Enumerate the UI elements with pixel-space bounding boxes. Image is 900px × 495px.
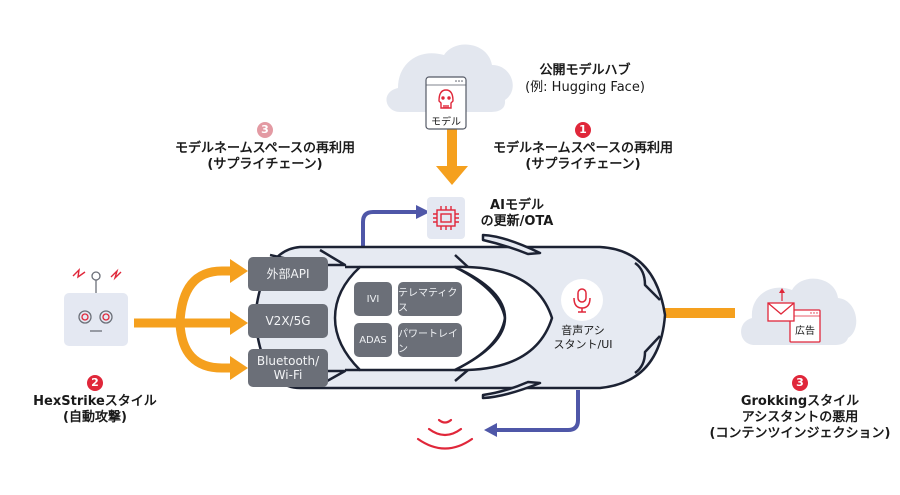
voice-assistant-label: 音声アシ スタント/UI — [553, 324, 613, 351]
hexstrike-attack-arrows — [134, 266, 232, 373]
model-card-label: モデル — [431, 117, 461, 128]
supply-chain-arrow — [436, 128, 468, 185]
model-hub-name: 公開モデルハブ — [539, 63, 631, 78]
attack-label-hexstrike: 2 HexStrikeスタイル (自動攻撃) — [33, 375, 157, 425]
ai-chip-card — [427, 197, 465, 239]
ota-label: AIモデル の更新/OTA — [480, 198, 554, 229]
attack-badge: 3 — [792, 375, 808, 391]
interface-v2x-5g: V2X/5G — [248, 304, 328, 338]
ecu-telematics: テレマティクス — [398, 282, 462, 316]
mail-icon — [767, 288, 795, 322]
ota-update-arrow — [361, 205, 430, 250]
arrow-head-v2x — [230, 311, 248, 335]
arrow-head-api — [230, 259, 248, 283]
skull-icon — [438, 89, 454, 109]
model-hub-title: 公開モデルハブ (例: Hugging Face) — [520, 62, 650, 96]
microphone-icon — [561, 279, 603, 321]
model-card — [425, 76, 467, 130]
hexstrike-robot-icon — [64, 268, 128, 346]
wireless-signal-icon — [416, 418, 474, 450]
ecu-ivi: IVI — [354, 282, 392, 316]
ecu-powertrain: パワートレイン — [398, 323, 462, 357]
attack-label-namespace-reuse: 1 モデルネームスペースの再利用 (サプライチェーン) — [492, 122, 674, 172]
interface-bluetooth-wifi: Bluetooth/ Wi-Fi — [248, 349, 328, 387]
attack-label-grokking: 3 Grokkingスタイル アシスタントの悪用 (コンテンツインジェクション) — [709, 375, 891, 441]
wireless-output-arrow — [484, 390, 580, 437]
arrow-head-bt — [230, 356, 248, 380]
attack-label-namespace-reuse-faded: 3 モデルネームスペースの再利用 (サプライチェーン) — [174, 122, 356, 172]
model-hub-example: (例: Hugging Face) — [525, 80, 645, 95]
ecu-adas: ADAS — [354, 323, 392, 357]
interface-external-api: 外部API — [248, 257, 328, 291]
attack-badge: 2 — [87, 375, 103, 391]
ad-label: 広告 — [795, 326, 815, 337]
attack-badge: 3 — [257, 122, 273, 138]
attack-badge: 1 — [575, 122, 591, 138]
malicious-ad-icon — [767, 288, 821, 343]
